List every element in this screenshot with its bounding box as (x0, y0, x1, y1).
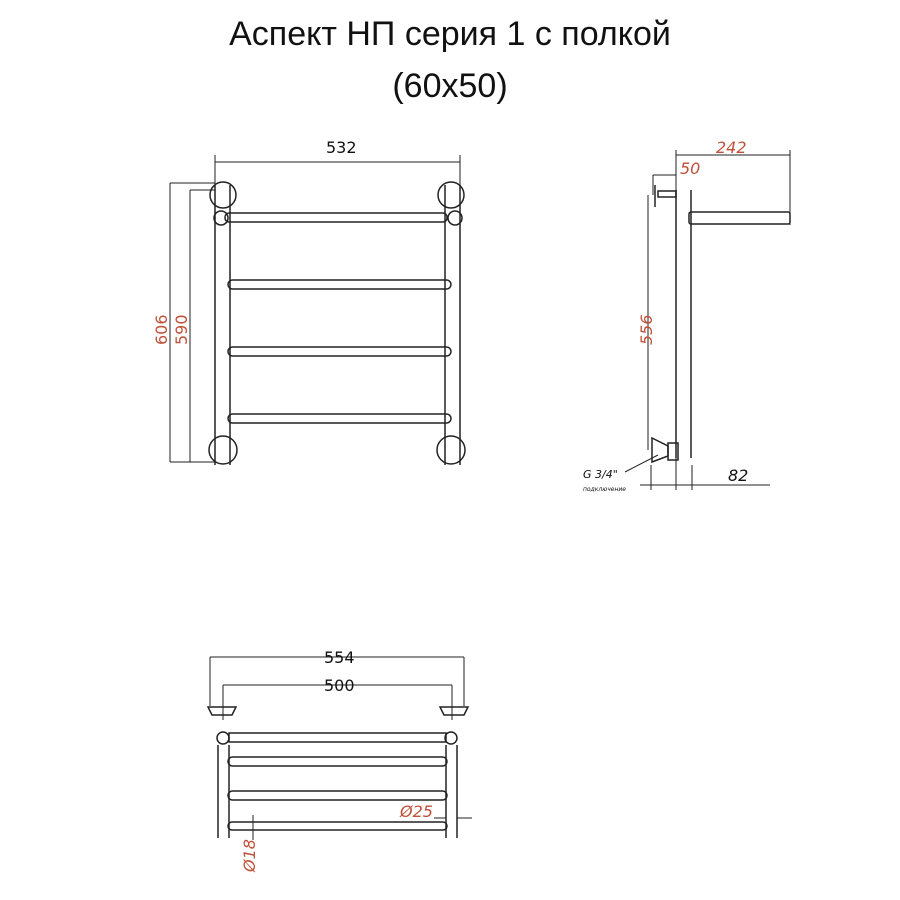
side-shelf-depth-dim: 242 (716, 138, 747, 157)
front-height-inner-dim: 590 (172, 314, 191, 345)
side-wall-offset-dim: 50 (680, 159, 700, 178)
front-view (169, 155, 466, 465)
front-width-dim: 532 (326, 138, 357, 157)
top-view (206, 656, 472, 840)
drawing-title: Аспект НП серия 1 с полкой (229, 15, 671, 53)
side-pipe-depth-dim: 82 (728, 466, 748, 485)
side-view (624, 150, 791, 490)
top-center-width-dim: 500 (324, 676, 355, 695)
front-height-outer-dim: 606 (152, 314, 171, 345)
side-center-height-dim: 556 (637, 314, 656, 345)
top-outer-width-dim: 554 (324, 648, 355, 667)
pipe-diameter-dim: Ø25 (399, 802, 433, 821)
rung-diameter-dim: Ø18 (240, 839, 259, 873)
connection-caption: подключение (583, 486, 626, 493)
connection-thread-label: G 3/4" (583, 468, 618, 481)
drawing-size: (60x50) (392, 67, 508, 105)
